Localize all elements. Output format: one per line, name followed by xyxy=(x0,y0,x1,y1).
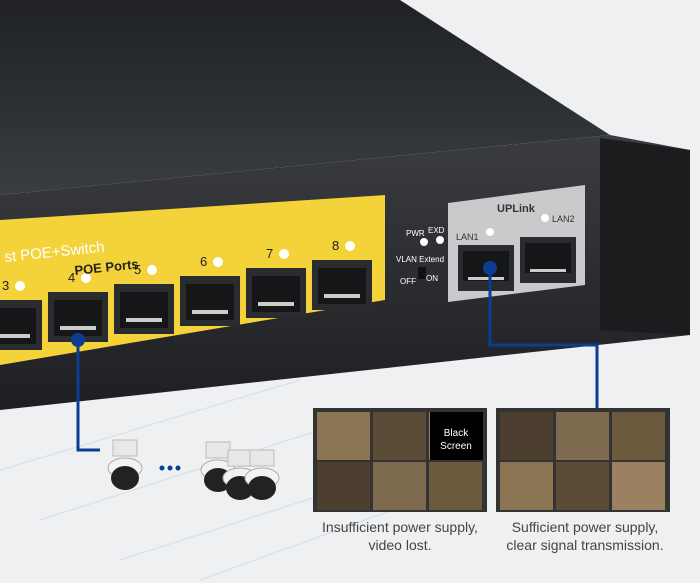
vlan-switch[interactable] xyxy=(418,267,426,279)
port-number: 8 xyxy=(332,238,339,253)
on-label: ON xyxy=(426,274,438,283)
monitor-right xyxy=(496,408,670,512)
port-led-3 xyxy=(15,281,25,291)
video-tile xyxy=(317,412,370,460)
black-screen-tile xyxy=(430,412,483,460)
pwr-label: PWR xyxy=(406,229,425,238)
left-caption-line1: Insufficient power supply, xyxy=(322,519,478,535)
video-tile xyxy=(612,412,665,460)
port-number: 7 xyxy=(266,246,273,261)
right-caption-line1: Sufficient power supply, xyxy=(511,519,659,535)
camera-lens xyxy=(111,466,139,490)
uplink-label: UPLink xyxy=(497,203,536,215)
port-number: 3 xyxy=(2,278,9,293)
off-label: OFF xyxy=(400,277,416,286)
camera-lens xyxy=(248,476,276,500)
video-tile xyxy=(500,462,553,510)
background-lines xyxy=(0,379,421,581)
port-led-7 xyxy=(279,249,289,259)
monitor-left xyxy=(313,408,487,512)
left-caption-line2: video lost. xyxy=(368,537,432,553)
video-tile xyxy=(556,412,609,460)
lan2-label: LAN2 xyxy=(552,214,575,224)
cable-plug-lan1 xyxy=(483,261,497,275)
video-tile xyxy=(612,462,665,510)
port-number: 4 xyxy=(68,270,75,285)
video-tile xyxy=(500,412,553,460)
exd-label: EXD xyxy=(428,226,445,235)
video-tile xyxy=(373,412,426,460)
camera-mount xyxy=(227,449,253,467)
right-caption-line2: clear signal transmission. xyxy=(506,537,664,553)
status-leds xyxy=(420,214,549,246)
port-led-8 xyxy=(345,241,355,251)
video-tile xyxy=(429,462,482,510)
cameras xyxy=(107,439,280,500)
port-led-4 xyxy=(81,273,91,283)
camera-mount xyxy=(249,449,275,467)
vlan-label: VLAN Extend xyxy=(396,255,444,264)
port-number: 6 xyxy=(200,254,207,269)
video-tile xyxy=(317,462,370,510)
camera-mount xyxy=(205,441,231,459)
right-caption: Sufficient power supply, clear signal tr… xyxy=(490,518,680,554)
switch-top xyxy=(0,0,610,195)
poe-ports-label: POE Ports xyxy=(74,256,140,278)
camera-mount xyxy=(112,439,138,457)
cable-plug-port4 xyxy=(71,333,85,347)
port-led-6 xyxy=(213,257,223,267)
video-tile xyxy=(373,462,426,510)
left-caption: Insufficient power supply, video lost. xyxy=(305,518,495,554)
port-number: 5 xyxy=(134,262,141,277)
port-led-5 xyxy=(147,265,157,275)
ellipsis-dots xyxy=(159,465,181,471)
cables xyxy=(76,270,599,452)
lan1-label: LAN1 xyxy=(456,232,479,242)
port-group: 3 4 5 6 7 8 xyxy=(0,237,576,350)
video-tile xyxy=(556,462,609,510)
